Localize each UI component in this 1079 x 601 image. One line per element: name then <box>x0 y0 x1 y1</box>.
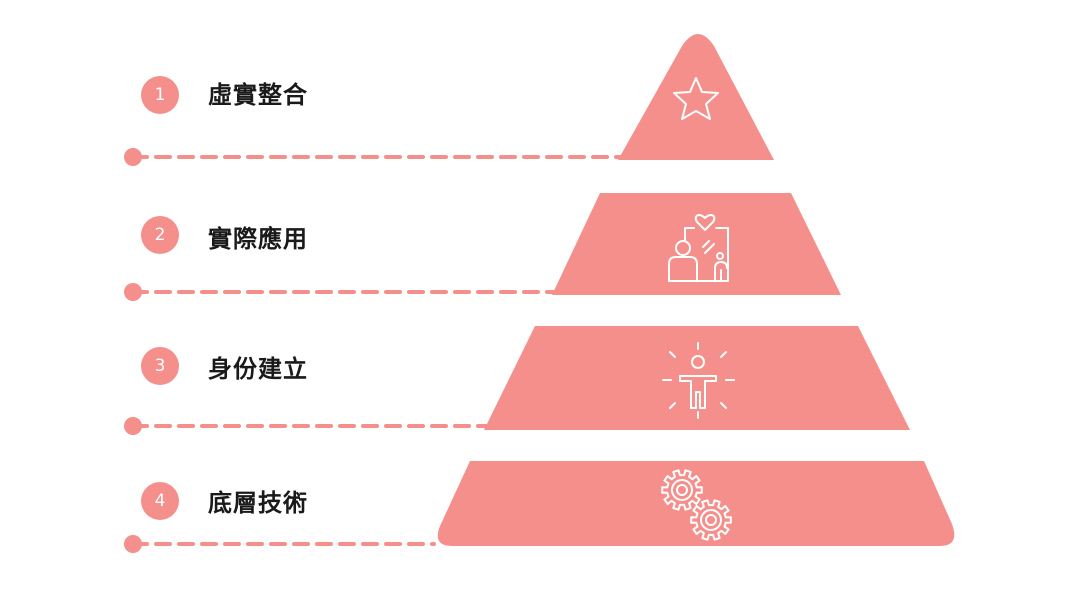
level-4-number-badge: 4 <box>141 482 179 520</box>
level-4-label: 底層技術 <box>208 489 308 517</box>
people-with-heart-icon <box>668 214 729 282</box>
person-radiating-icon <box>662 342 735 419</box>
gears-icon <box>661 469 732 541</box>
level-1-label: 虛實整合 <box>208 81 308 109</box>
star-icon <box>673 77 719 120</box>
connector-2 <box>124 283 555 301</box>
level-1-number-badge: 1 <box>141 76 179 114</box>
connector-3 <box>124 417 488 435</box>
connector-1 <box>124 148 622 166</box>
level-3-number-badge: 3 <box>141 347 179 385</box>
pyramid-tier-1 <box>618 34 774 160</box>
level-2-label: 實際應用 <box>208 225 308 253</box>
pyramid-tier-3 <box>484 326 910 430</box>
level-3-label: 身份建立 <box>208 355 308 383</box>
pyramid-tier-2 <box>552 193 841 295</box>
level-2-number-badge: 2 <box>141 216 179 254</box>
connector-4 <box>124 535 436 553</box>
